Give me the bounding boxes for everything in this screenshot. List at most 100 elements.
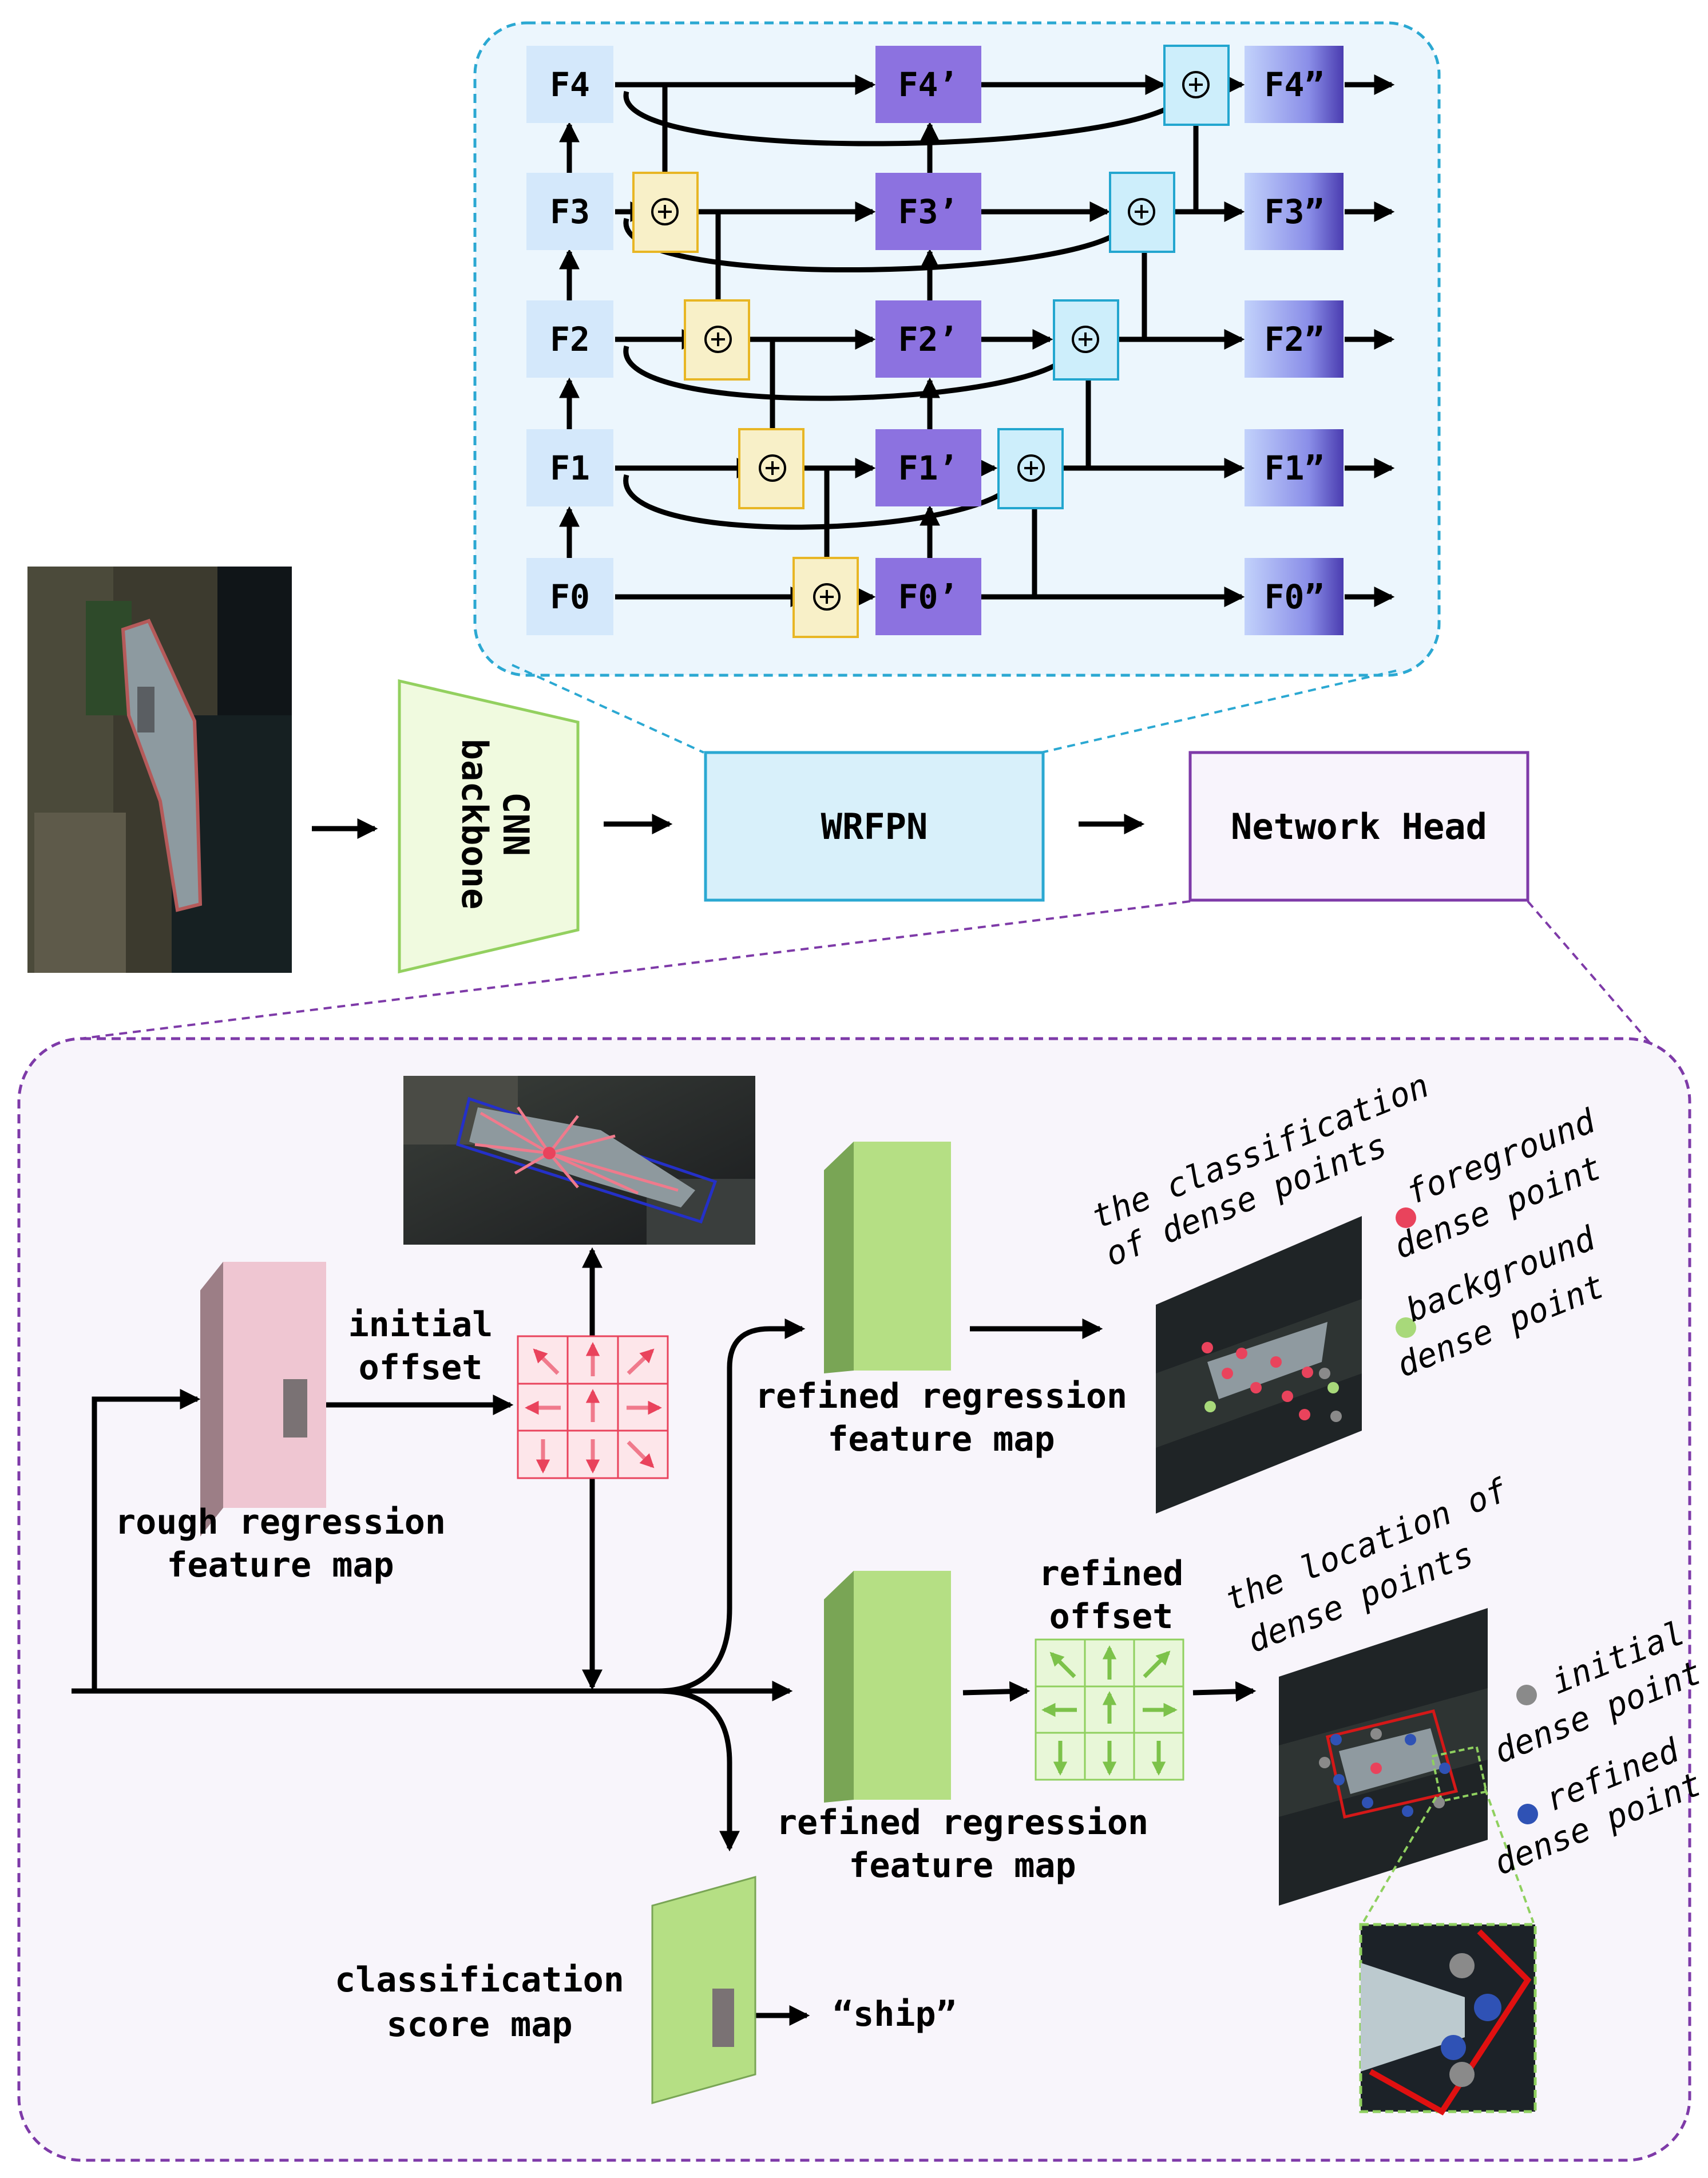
callout-line-right bbox=[1484, 1788, 1535, 1923]
rough-map-patch bbox=[283, 1379, 307, 1438]
initial-offset-label-1: initial bbox=[348, 1305, 493, 1345]
f2p-box bbox=[875, 300, 981, 378]
f1p-box bbox=[875, 429, 981, 506]
f1-box bbox=[526, 429, 613, 506]
offset-rays bbox=[474, 1106, 679, 1195]
plus-icon bbox=[813, 583, 841, 611]
plus-icon bbox=[651, 198, 679, 225]
adder-td-3 bbox=[632, 172, 699, 253]
zoom-bbox-edge bbox=[1369, 1929, 1532, 2116]
f3pp-label: F3” bbox=[1265, 192, 1325, 231]
adder-td-1 bbox=[738, 428, 805, 509]
bottomup-adders bbox=[997, 45, 1230, 509]
arrow-up-right-icon bbox=[1143, 1650, 1171, 1678]
fpn-output-column: F4” F3” F2” F1” F0” bbox=[1245, 46, 1344, 635]
f4p-box bbox=[875, 46, 981, 123]
input-satellite-image bbox=[27, 567, 292, 973]
f2pp-box bbox=[1245, 300, 1344, 378]
skip-f4 bbox=[623, 90, 1187, 146]
background-dot bbox=[1396, 1317, 1416, 1338]
arrow-up-left-icon bbox=[533, 1348, 560, 1375]
wrfpn-block: WRFPN bbox=[704, 751, 1045, 902]
f2-label: F2 bbox=[550, 320, 590, 359]
f0pp-label: F0” bbox=[1265, 577, 1325, 616]
arrow-up-right-icon bbox=[627, 1348, 655, 1375]
offset-visualization-image bbox=[403, 1076, 755, 1245]
cls-map-label-1: classification bbox=[335, 1960, 624, 2000]
f2pp-label: F2” bbox=[1265, 320, 1325, 359]
center-point bbox=[543, 1147, 556, 1159]
branch-down-cls bbox=[657, 1688, 740, 1852]
initial-dot bbox=[1516, 1685, 1537, 1705]
f1p-label: F1’ bbox=[898, 449, 958, 488]
rough-regression-map: rough regression feature map bbox=[115, 1262, 446, 1585]
refined-offset-label-1: refined bbox=[1039, 1554, 1184, 1594]
cnn-backbone: CNN backbone bbox=[398, 679, 580, 974]
refined-bottom-to-offset bbox=[962, 1681, 1031, 1702]
adder-td-2 bbox=[684, 299, 750, 381]
callout-line-left bbox=[1362, 1796, 1437, 1924]
cls-map-patch bbox=[712, 1989, 734, 2047]
f3-label: F3 bbox=[550, 192, 590, 231]
wrfpn-label: WRFPN bbox=[821, 806, 928, 848]
adder-td-0 bbox=[792, 557, 859, 638]
f4pp-label: F4” bbox=[1265, 65, 1325, 104]
ship-output-label: “ship” bbox=[833, 1994, 957, 2034]
adder-bu-2 bbox=[1053, 299, 1119, 381]
adder-bu-3 bbox=[1109, 172, 1175, 253]
f0pp-box bbox=[1245, 558, 1344, 635]
refined-offset-grid bbox=[1035, 1638, 1184, 1781]
refined-bbox bbox=[1326, 1709, 1459, 1819]
f4pp-box bbox=[1245, 46, 1344, 123]
fpn-connections bbox=[559, 74, 1395, 607]
skip-f1 bbox=[623, 474, 1018, 530]
zoom-region bbox=[1430, 1745, 1488, 1803]
wrfpn-detail-panel: F4 F3 F2 F1 F0 F4’ F3’ F2’ F1’ F0’ F4” bbox=[473, 21, 1441, 754]
zoom-line-left bbox=[512, 664, 704, 754]
f4p-label: F4’ bbox=[898, 65, 958, 104]
refined-bottom-label-2: feature map bbox=[849, 1846, 1076, 1886]
rough-map-label-2: feature map bbox=[167, 1545, 394, 1585]
zoom-line-right bbox=[1041, 670, 1397, 754]
plus-icon bbox=[704, 326, 732, 353]
f0-box bbox=[526, 558, 613, 635]
backbone-label-line1: CNN bbox=[495, 792, 537, 856]
cls-map-label-2: score map bbox=[386, 2005, 572, 2045]
classification-image bbox=[1156, 1216, 1362, 1514]
ship-shape bbox=[469, 1107, 695, 1207]
classification-points bbox=[1202, 1342, 1342, 1422]
arrow-up-left-icon bbox=[1049, 1652, 1076, 1678]
pipeline-row: CNN backbone WRFPN Network Head bbox=[27, 567, 1529, 974]
location-image bbox=[1279, 1608, 1488, 1906]
head-zoom-left bbox=[80, 900, 1191, 1040]
network-head-block: Network Head bbox=[1188, 751, 1529, 902]
topdown-adders bbox=[632, 172, 859, 638]
foreground-dot bbox=[1396, 1207, 1416, 1228]
fpn-middle-column: F4’ F3’ F2’ F1’ F0’ bbox=[875, 46, 981, 635]
f2-box bbox=[526, 300, 613, 378]
head-zoom-right bbox=[1527, 900, 1655, 1048]
plus-icon bbox=[1017, 454, 1045, 482]
refined-offset-label-2: offset bbox=[1049, 1597, 1174, 1637]
plus-icon bbox=[1182, 71, 1210, 98]
plus-icon bbox=[759, 454, 786, 482]
refined-dot bbox=[1517, 1804, 1538, 1824]
f3pp-box bbox=[1245, 173, 1344, 250]
network-head-label: Network Head bbox=[1231, 806, 1487, 848]
f3-box bbox=[526, 173, 613, 250]
f1pp-box bbox=[1245, 429, 1344, 506]
initial-offset-label-2: offset bbox=[359, 1348, 483, 1388]
plus-icon bbox=[1128, 198, 1155, 225]
adder-bu-1 bbox=[997, 428, 1064, 509]
initial-offset-grid bbox=[517, 1335, 669, 1479]
f4-label: F4 bbox=[550, 65, 590, 104]
head-detail-panel: rough regression feature map initial off… bbox=[17, 900, 1707, 2162]
refined-offset-to-loc-image bbox=[1192, 1681, 1257, 1702]
plus-icon bbox=[1072, 326, 1099, 353]
branch-to-rough-map bbox=[92, 1389, 201, 1691]
f2p-label: F2’ bbox=[898, 320, 958, 359]
f4-box bbox=[526, 46, 613, 123]
f0-label: F0 bbox=[550, 577, 590, 616]
f1-label: F1 bbox=[550, 449, 590, 488]
